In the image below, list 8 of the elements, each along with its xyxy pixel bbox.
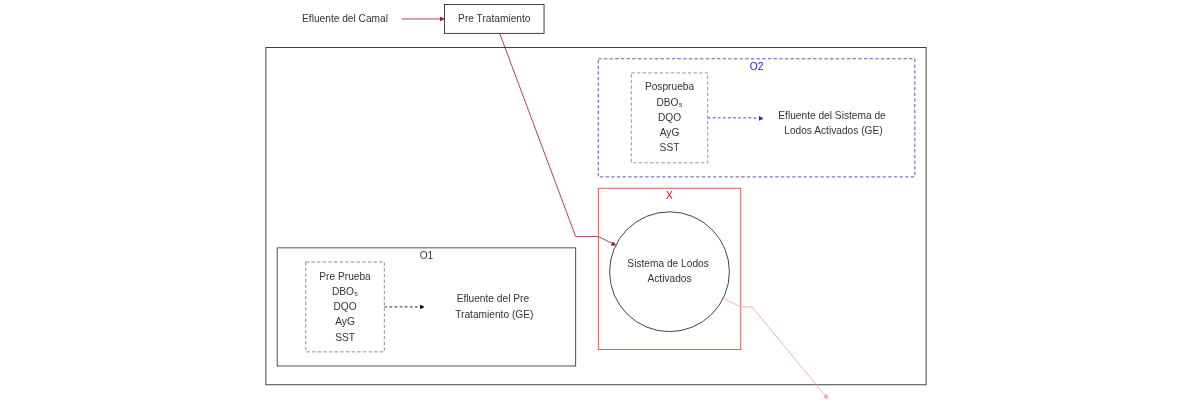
node-circle: Sistema de Lodos Activados (609, 211, 730, 333)
node-box: Posprueba DBO₅ DQO AyG SST (631, 72, 708, 164)
cluster (265, 47, 927, 386)
node-box: Pre Tratamiento (444, 4, 545, 34)
node-text: Efluente del Pre Tratamiento (GE) (455, 293, 534, 320)
node-text: Efluente del Camal (302, 13, 389, 25)
node-text: Efluente del Sistema de Lodos Activados (GE) (778, 109, 886, 137)
node-box: Pre Prueba DBO₅ DQO AyG SST (305, 261, 385, 353)
